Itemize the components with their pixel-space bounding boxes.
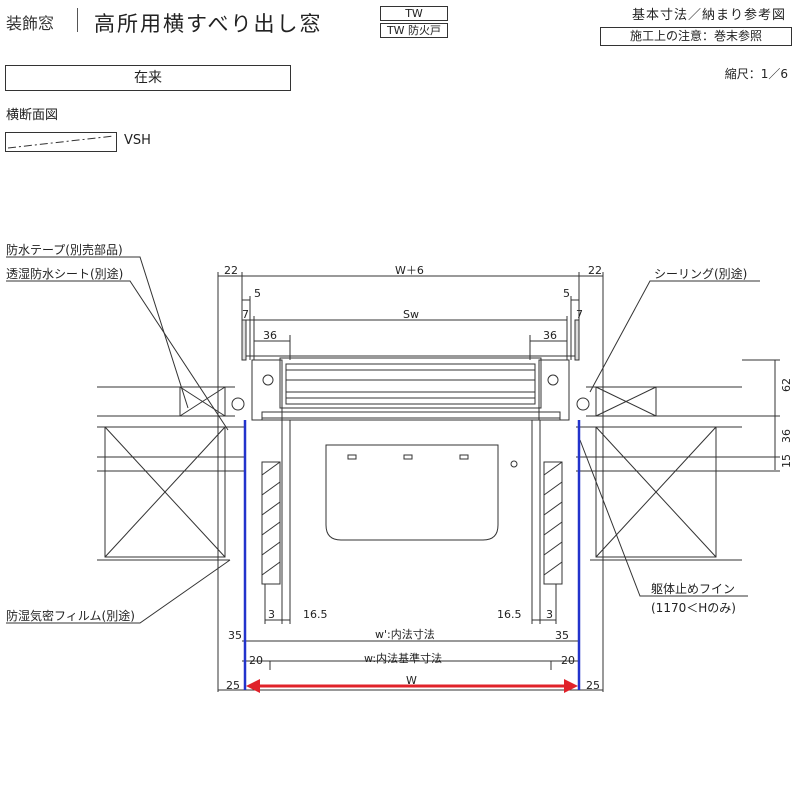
dim-sw: Sw (403, 308, 419, 321)
dim-right-16-5: 16.5 (497, 608, 522, 621)
dim-left-16-5: 16.5 (303, 608, 328, 621)
header-divider (77, 8, 78, 32)
callout-fin-note: (1170＜Hのみ) (651, 601, 736, 615)
dim-left-36: 36 (263, 329, 277, 342)
dim-top-right-22: 22 (588, 264, 602, 277)
dim-inner-width: w':内法寸法 (375, 627, 435, 641)
caution-note: 施工上の注意：巻末参照 (600, 27, 792, 46)
callout-sealing: シーリング(別途) (654, 266, 747, 281)
dim-right-36: 36 (543, 329, 557, 342)
dim-left-35: 35 (228, 629, 242, 642)
page-title: 高所用横すべり出し窓 (94, 12, 323, 36)
section-view-label: 横断面図 (6, 108, 59, 123)
dim-right-15: 15 (780, 454, 793, 468)
dim-top-left-22: 22 (224, 264, 238, 277)
dim-left-5: 5 (254, 287, 261, 300)
vsh-symbol (5, 132, 117, 152)
dim-right-25: 25 (586, 679, 600, 692)
callout-waterproof-tape: 防水テープ(別売部品) (6, 242, 123, 257)
dim-left-7: 7 (242, 308, 249, 321)
dim-left-3: 3 (268, 608, 275, 621)
scale-label: 縮尺：1／6 (724, 67, 788, 81)
category-label: 装飾窓 (6, 14, 55, 33)
dim-left-20: 20 (249, 654, 263, 667)
construction-type-box: 在来 (5, 65, 291, 91)
dim-right-3: 3 (546, 608, 553, 621)
dim-w: W (406, 674, 417, 687)
vsh-label: VSH (124, 133, 151, 148)
dim-w-plus-6: W＋6 (395, 264, 424, 277)
drawing-type-title: 基本寸法／納まり参考図 (631, 8, 786, 23)
callout-fin: 躯体止めフイン (651, 581, 735, 596)
tag-tw: TW (380, 6, 448, 21)
dim-inner-std-width: w:内法基準寸法 (364, 651, 442, 665)
callout-moisture-sheet: 透湿防水シート(別途) (6, 266, 123, 281)
dim-right-5: 5 (563, 287, 570, 300)
dim-right-7: 7 (576, 308, 583, 321)
dim-right-62: 62 (780, 378, 793, 392)
dim-right-36b: 36 (780, 429, 793, 443)
dim-right-35: 35 (555, 629, 569, 642)
callout-film: 防湿気密フィルム(別途) (6, 608, 135, 623)
tag-tw-fire: TW 防火戸 (380, 23, 448, 38)
dim-left-25: 25 (226, 679, 240, 692)
dim-right-20: 20 (561, 654, 575, 667)
